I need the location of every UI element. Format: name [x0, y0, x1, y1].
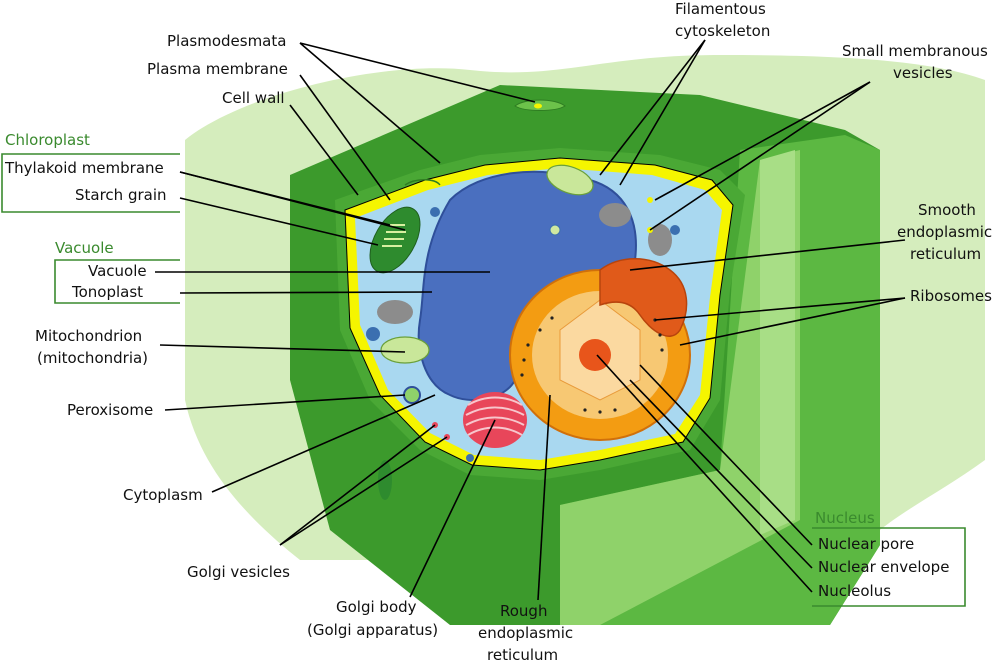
vesicle-grey-3: [648, 224, 672, 256]
label-golgi-apparatus: (Golgi apparatus): [307, 621, 438, 639]
label-smooth-er-1: Smooth: [918, 201, 976, 219]
vesicle-blue-2: [366, 327, 380, 341]
label-rough-er-3: reticulum: [487, 646, 558, 663]
smooth-er: [599, 258, 688, 337]
vesicle-blue-5: [549, 224, 561, 236]
label-mitochondrion: Mitochondrion: [35, 327, 142, 345]
vacuole-group: Vacuole: [54, 239, 180, 304]
vesicle-yellow-1: [647, 197, 653, 203]
label-thylakoid-membrane: Thylakoid membrane: [4, 159, 164, 177]
label-plasma-membrane: Plasma membrane: [147, 60, 288, 78]
label-plasmodesmata: Plasmodesmata: [167, 32, 286, 50]
label-cytoplasm: Cytoplasm: [123, 486, 203, 504]
vesicle-blue-3: [670, 225, 680, 235]
label-cell-wall: Cell wall: [222, 89, 285, 107]
label-small-vesicles-2: vesicles: [893, 64, 953, 82]
label-rough-er-2: endoplasmic: [478, 624, 573, 642]
mitochondrion-2: [546, 164, 594, 196]
nucleolus: [579, 339, 611, 371]
label-filamentous-1: Filamentous: [675, 0, 766, 18]
plasmodesma-1-core: [534, 103, 542, 109]
label-smooth-er-2: endoplasmic: [897, 223, 992, 241]
thylakoid-stacks: [382, 224, 406, 247]
group-label-nucleus: Nucleus: [815, 509, 875, 527]
peroxisome: [403, 386, 421, 404]
label-peroxisome: Peroxisome: [67, 401, 153, 419]
plasmodesma-2: [404, 179, 441, 186]
leader-lines: [155, 39, 906, 601]
nucleus-group: Nucleus: [812, 509, 966, 607]
wall-chloroplast: [378, 460, 392, 500]
label-nucleolus: Nucleolus: [818, 582, 891, 600]
mitochondrion-1: [380, 336, 430, 364]
label-tonoplast: Tonoplast: [71, 283, 143, 301]
label-ribosomes: Ribosomes: [910, 287, 992, 305]
label-vacuole: Vacuole: [88, 262, 147, 280]
label-golgi-vesicles: Golgi vesicles: [187, 563, 290, 581]
label-golgi-body: Golgi body: [336, 598, 417, 616]
cell-wall-side-inner: [560, 150, 800, 625]
chloroplast-group: Chloroplast: [1, 131, 180, 213]
label-small-vesicles-1: Small membranous: [842, 42, 988, 60]
vesicle-grey-1: [377, 300, 413, 324]
label-smooth-er-3: reticulum: [910, 245, 981, 263]
vesicle-blue-4: [466, 454, 474, 462]
group-label-chloroplast: Chloroplast: [5, 131, 90, 149]
cell-wall-side-stripe: [760, 150, 795, 535]
group-label-vacuole: Vacuole: [55, 239, 114, 257]
label-nuclear-envelope: Nuclear envelope: [818, 558, 949, 576]
label-filamentous-2: cytoskeleton: [675, 22, 770, 40]
vesicle-grey-2: [599, 203, 631, 227]
label-starch-grain: Starch grain: [75, 186, 167, 204]
label-mitochondria: (mitochondria): [37, 349, 148, 367]
label-nuclear-pore: Nuclear pore: [818, 535, 914, 553]
label-rough-er-1: Rough: [500, 602, 547, 620]
vesicle-blue-1: [430, 207, 440, 217]
